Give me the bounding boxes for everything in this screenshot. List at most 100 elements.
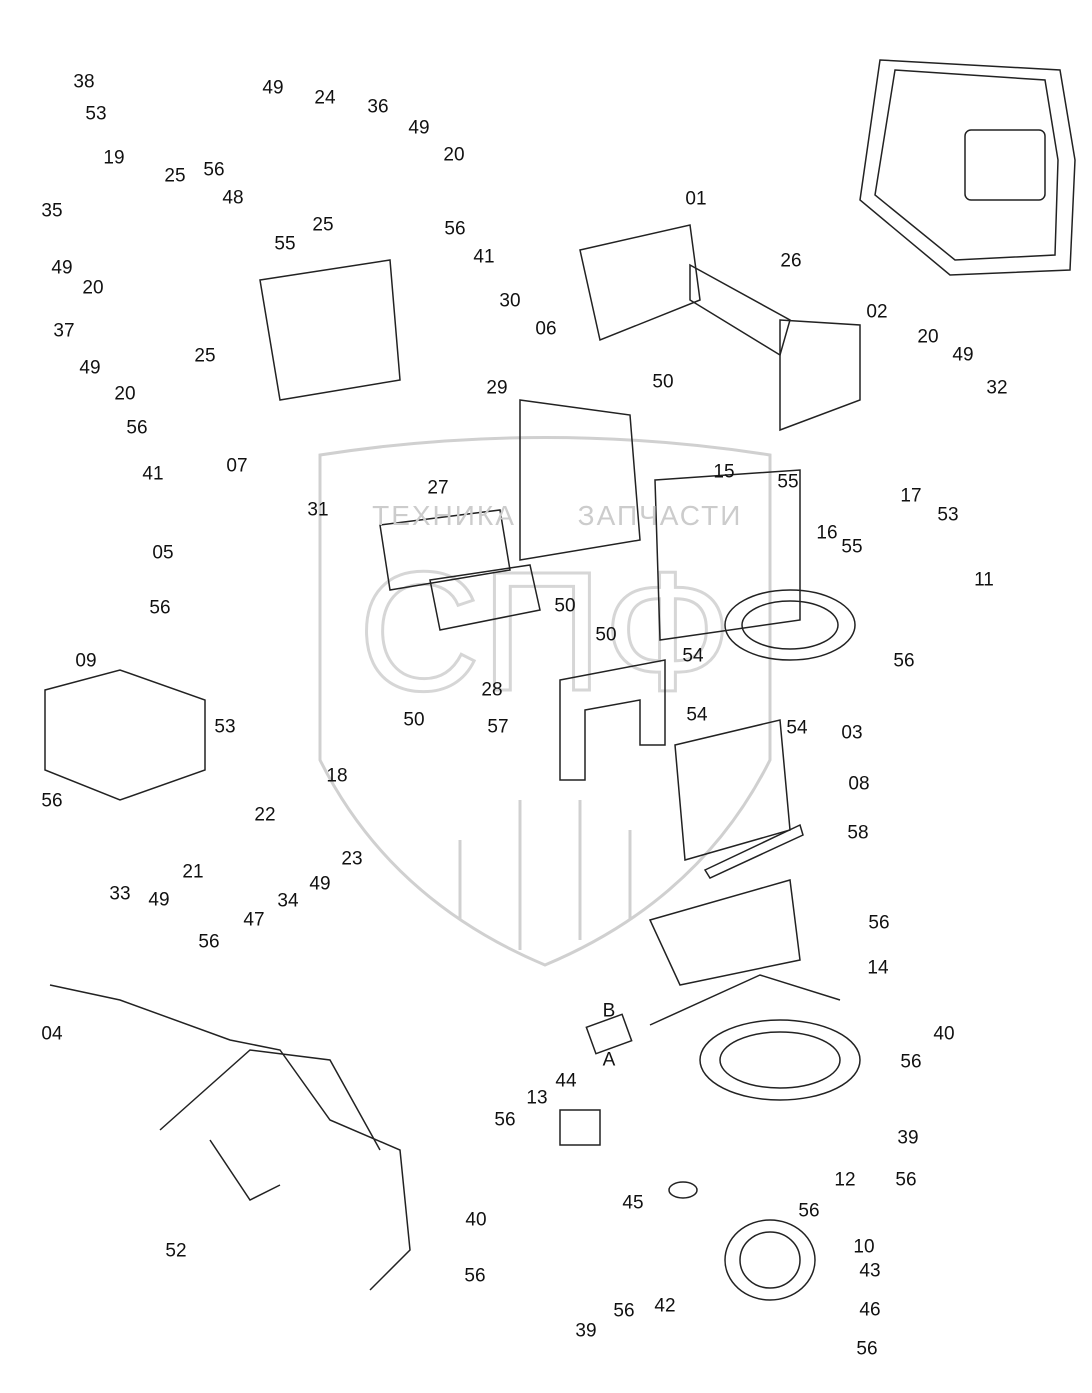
part-label-47: 47	[243, 909, 265, 931]
part-label-49: 49	[51, 257, 73, 279]
part-label-50: 50	[652, 371, 674, 393]
part-label-49: 49	[262, 77, 284, 99]
part-label-41: 41	[142, 463, 164, 485]
part-label-35: 35	[41, 200, 63, 222]
part-label-49: 49	[408, 117, 430, 139]
part-label-49: 49	[952, 344, 974, 366]
part-label-50: 50	[595, 624, 617, 646]
part-label-02: 02	[866, 301, 888, 323]
part-label-56: 56	[149, 597, 171, 619]
cab-icon	[859, 59, 1076, 276]
part-label-25: 25	[164, 165, 186, 187]
part-label-10: 10	[853, 1236, 875, 1258]
part-label-26: 26	[780, 250, 802, 272]
part-label-40: 40	[933, 1023, 955, 1045]
part-label-53: 53	[85, 103, 107, 125]
part-label-56: 56	[798, 1200, 820, 1222]
part-label-50: 50	[554, 595, 576, 617]
part-label-43: 43	[859, 1260, 881, 1282]
part-label-23: 23	[341, 848, 363, 870]
part-label-29: 29	[486, 377, 508, 399]
part-label-58: 58	[847, 822, 869, 844]
part-label-49: 49	[148, 889, 170, 911]
part-label-21: 21	[182, 861, 204, 883]
part-label-28: 28	[481, 679, 503, 701]
part-label-56: 56	[126, 417, 148, 439]
part-label-53: 53	[214, 716, 236, 738]
part-label-20: 20	[917, 326, 939, 348]
part-label-06: 06	[535, 318, 557, 340]
group-label-04: 04	[41, 1023, 63, 1045]
part-label-33: 33	[109, 883, 131, 905]
part-label-25: 25	[312, 214, 334, 236]
svg-text:СПФ: СПФ	[358, 537, 732, 727]
part-label-50: 50	[403, 709, 425, 731]
part-label-24: 24	[314, 87, 336, 109]
part-label-15: 15	[713, 461, 735, 483]
part-label-56: 56	[203, 159, 225, 181]
part-label-39: 39	[575, 1320, 597, 1342]
part-label-55: 55	[777, 471, 799, 493]
part-label-32: 32	[986, 377, 1008, 399]
hvac-assembly	[44, 224, 861, 1301]
part-label-20: 20	[443, 144, 465, 166]
part-label-14: 14	[867, 957, 889, 979]
part-label-11: 11	[974, 569, 994, 591]
part-label-48: 48	[222, 187, 244, 209]
part-label-34: 34	[277, 890, 299, 912]
part-label-36: 36	[367, 96, 389, 118]
part-label-18: 18	[326, 765, 348, 787]
part-label-07: 07	[226, 455, 248, 477]
part-label-39: 39	[897, 1127, 919, 1149]
watermark-left: ТЕХНИКА	[372, 500, 516, 531]
part-label-31: 31	[307, 499, 329, 521]
part-label-56: 56	[856, 1338, 878, 1360]
part-label-49: 49	[79, 357, 101, 379]
part-label-20: 20	[114, 383, 136, 405]
sub-label-b: B	[602, 1000, 616, 1022]
part-label-44: 44	[555, 1070, 577, 1092]
part-label-56: 56	[900, 1051, 922, 1073]
part-label-56: 56	[868, 912, 890, 934]
part-label-42: 42	[654, 1295, 676, 1317]
part-label-54: 54	[786, 717, 808, 739]
part-label-27: 27	[427, 477, 449, 499]
part-label-37: 37	[53, 320, 75, 342]
part-label-38: 38	[73, 71, 95, 93]
part-label-55: 55	[274, 233, 296, 255]
part-label-17: 17	[900, 485, 922, 507]
part-label-53: 53	[937, 504, 959, 526]
part-label-05: 05	[152, 542, 174, 564]
part-label-22: 22	[254, 804, 276, 826]
part-label-25: 25	[194, 345, 216, 367]
part-label-56: 56	[895, 1169, 917, 1191]
part-label-13: 13	[526, 1087, 548, 1109]
part-label-03: 03	[841, 722, 863, 744]
part-label-12: 12	[834, 1169, 856, 1191]
part-label-54: 54	[682, 645, 704, 667]
part-label-55: 55	[841, 536, 863, 558]
part-label-19: 19	[103, 147, 125, 169]
part-label-56: 56	[198, 931, 220, 953]
part-label-30: 30	[499, 290, 521, 312]
part-label-56: 56	[444, 218, 466, 240]
part-label-54: 54	[686, 704, 708, 726]
part-label-45: 45	[622, 1192, 644, 1214]
watermark-right: ЗАПЧАСТИ	[577, 500, 743, 531]
part-label-57: 57	[487, 716, 509, 738]
part-label-16: 16	[816, 522, 838, 544]
part-label-20: 20	[82, 277, 104, 299]
part-label-56: 56	[494, 1109, 516, 1131]
part-label-46: 46	[859, 1299, 881, 1321]
part-label-41: 41	[473, 246, 495, 268]
part-label-56: 56	[893, 650, 915, 672]
part-label-40: 40	[465, 1209, 487, 1231]
part-label-08: 08	[848, 773, 870, 795]
sub-label-a: A	[602, 1049, 616, 1071]
part-label-01: 01	[685, 188, 707, 210]
part-label-09: 09	[75, 650, 97, 672]
part-label-56: 56	[464, 1265, 486, 1287]
part-label-49: 49	[309, 873, 331, 895]
